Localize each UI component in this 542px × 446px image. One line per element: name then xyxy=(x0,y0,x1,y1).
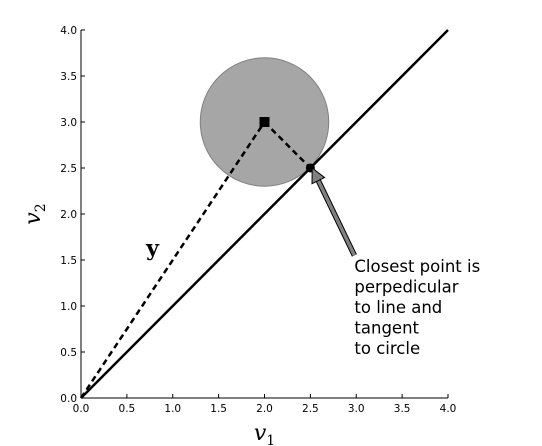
y-axis-label: v2 xyxy=(21,203,49,224)
y-tick-label: 1.5 xyxy=(60,255,77,267)
x-tick-label: 4.0 xyxy=(440,403,457,415)
x-tick-label: 1.5 xyxy=(210,403,227,415)
x-axis-label: v1 xyxy=(254,421,275,446)
arrow-shaft xyxy=(316,179,356,257)
dashed-segments xyxy=(79,121,312,399)
arrow-head xyxy=(311,166,326,185)
dashed-segment xyxy=(263,121,312,169)
x-tick-label: 3.0 xyxy=(348,403,365,415)
annotation-line: tangent xyxy=(354,319,419,338)
annotation-line: perpedicular xyxy=(354,278,458,297)
x-axis-label-base: v xyxy=(254,421,267,446)
x-axis-ticks: 0.0 0.5 1.0 1.5 2.0 2.5 3.0 3.5 4.0 xyxy=(73,394,457,415)
circle-center-marker xyxy=(259,117,270,127)
x-axis-label-subscript: 1 xyxy=(266,433,275,446)
annotation-line: to line and xyxy=(354,298,442,317)
y-tick-label: 0.5 xyxy=(60,347,77,359)
x-tick-label: 1.0 xyxy=(164,403,181,415)
y-axis-label-subscript: 2 xyxy=(33,203,49,212)
x-tick-label: 3.5 xyxy=(394,403,411,415)
y-tick-label: 4.0 xyxy=(60,25,77,37)
y-tick-label: 2.0 xyxy=(60,209,77,221)
y-tick-label: 1.0 xyxy=(60,301,77,313)
x-tick-label: 2.5 xyxy=(302,403,319,415)
y-tick-label: 2.5 xyxy=(60,163,77,175)
annotation-arrow xyxy=(311,166,357,257)
vector-label: y xyxy=(145,235,160,261)
x-tick-label: 0.5 xyxy=(119,403,136,415)
y-axis-ticks: 0.0 0.5 1.0 1.5 2.0 2.5 3.0 3.5 4.0 xyxy=(60,25,85,405)
y-tick-label: 3.0 xyxy=(60,117,77,129)
x-tick-label: 0.0 xyxy=(73,403,90,415)
y-tick-label: 3.5 xyxy=(60,71,77,83)
y-tick-label: 0.0 xyxy=(60,393,77,405)
annotation-line: Closest point is xyxy=(354,257,480,276)
line-y-equals-x xyxy=(80,29,449,399)
dashed-segment xyxy=(79,121,266,399)
annotation-line: to circle xyxy=(354,339,420,358)
y-axis-label-base: v xyxy=(21,212,46,225)
x-tick-label: 2.0 xyxy=(256,403,273,415)
